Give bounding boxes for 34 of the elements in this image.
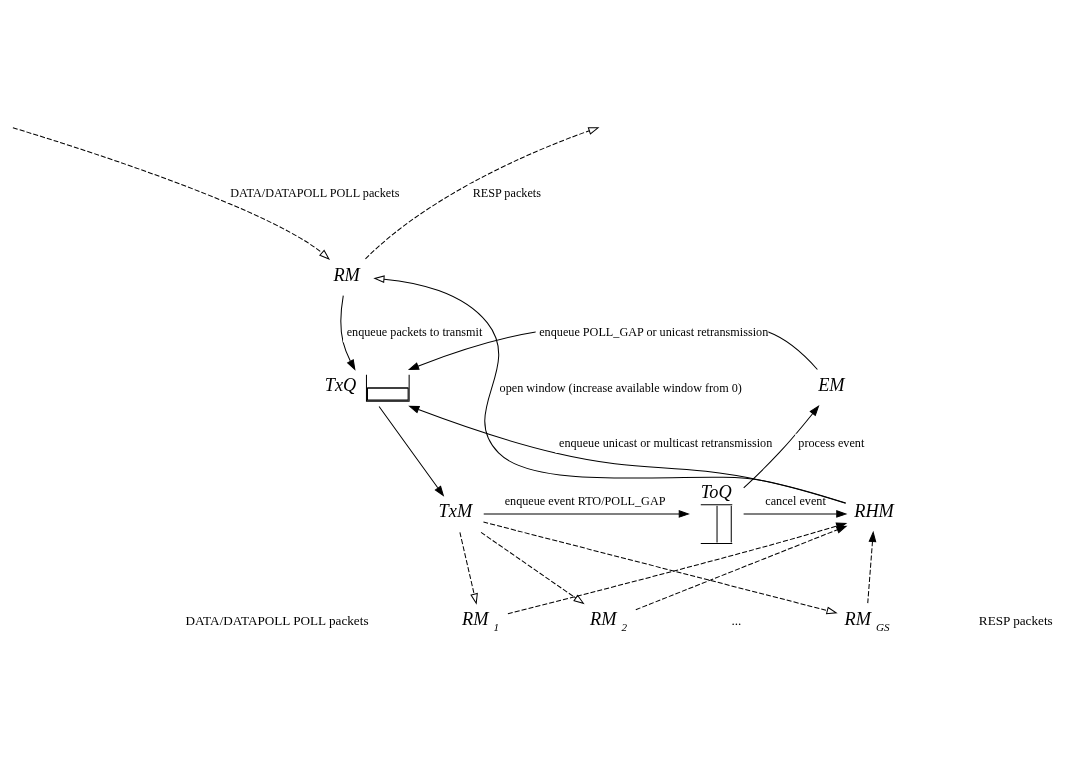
arrow [743, 509, 848, 518]
arrow [12, 126, 330, 260]
edge-label: RESP packets [472, 185, 541, 200]
arrow [408, 405, 847, 504]
edge-label: DATA/DATAPOLL POLL packets [230, 185, 400, 200]
arrow [743, 404, 820, 488]
node-text: ToQ [700, 481, 732, 502]
label: RESP packets [978, 612, 1053, 628]
node-text: RM $_{2}$ [590, 608, 628, 633]
label: DATA/DATAPOLL POLL packets [185, 612, 369, 628]
edge-label: enqueue packets to transmit [346, 324, 483, 339]
arrow [459, 531, 478, 605]
arrow [340, 294, 356, 371]
node-text: RM $_{1}$ [461, 608, 500, 633]
node-text: RM [333, 264, 360, 285]
arrow [378, 405, 445, 497]
node-text: RHM [854, 500, 894, 521]
node-label: TxQ [324, 374, 357, 395]
arrow [364, 126, 600, 259]
edge-label: enqueue POLL_GAP or unicast retransmission [539, 324, 769, 339]
edge-label: open window (increase available window from 0) [499, 380, 742, 395]
arrow [480, 531, 585, 604]
edge-label: cancel event [765, 493, 826, 508]
arrow [483, 509, 690, 518]
node-text: EM [818, 374, 845, 395]
arrow [635, 525, 848, 610]
node-text: TxM [438, 500, 473, 521]
edge-label: enqueue event RTO/POLL_GAP [504, 493, 666, 508]
label: ... [731, 612, 742, 628]
node-text: RM $_{GS}$ [844, 608, 890, 633]
arrow [867, 530, 877, 604]
edge-label: enqueue unicast or multicast retransmission [559, 435, 773, 450]
edge-label: process event [798, 435, 865, 450]
arrow [373, 274, 847, 504]
